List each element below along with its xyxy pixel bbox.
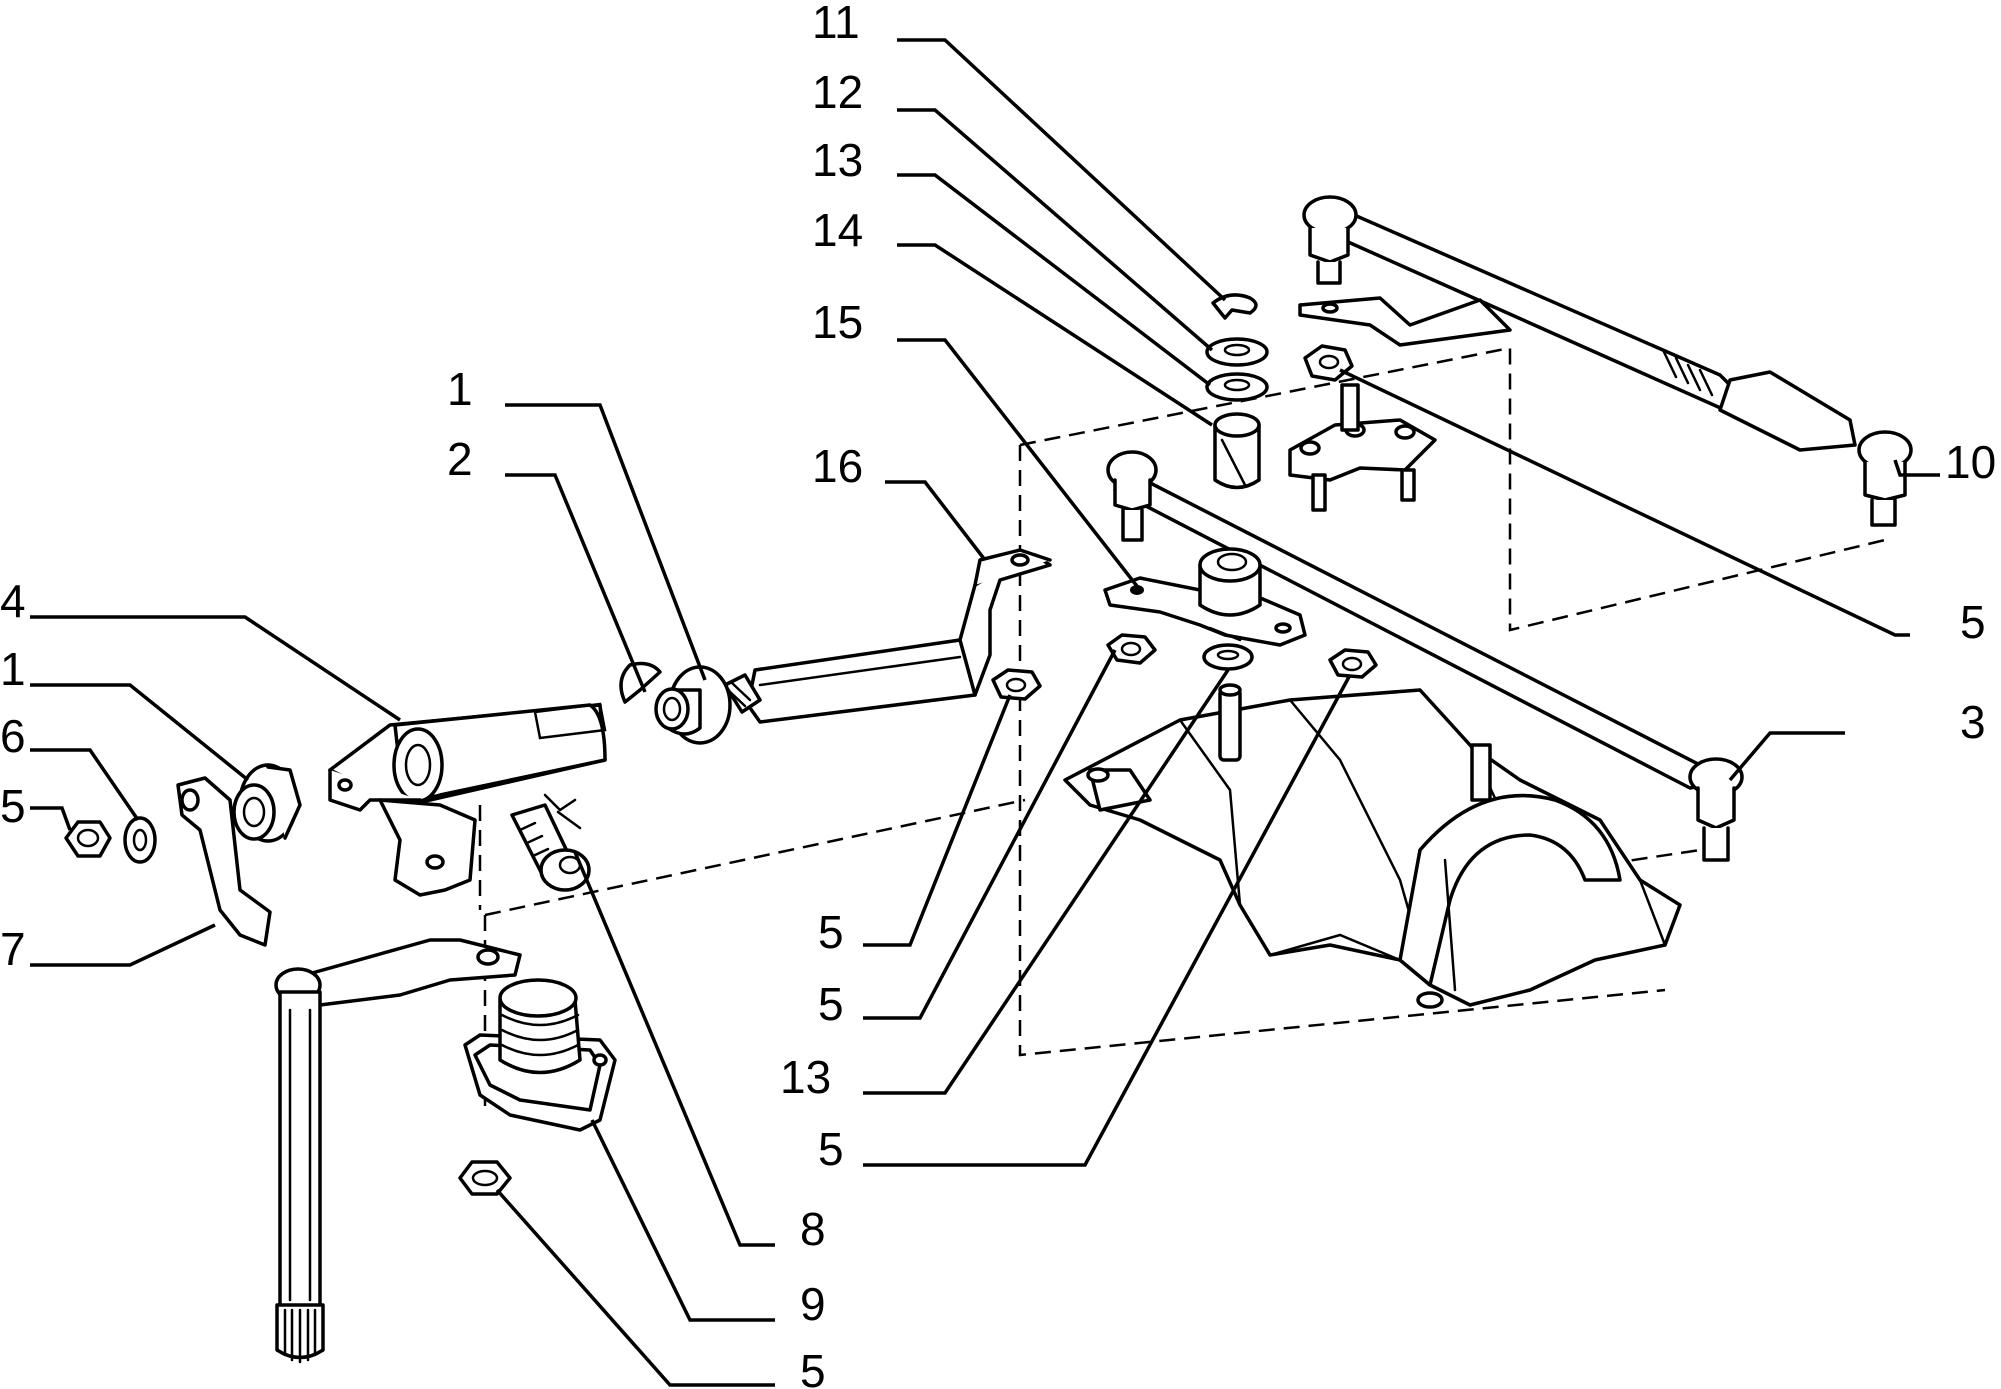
callout-5-bottom: 5 xyxy=(800,1345,826,1389)
callout-4: 4 xyxy=(0,575,26,627)
boot-9 xyxy=(463,978,617,1132)
callout-5-mid-c: 5 xyxy=(818,1123,844,1175)
left-hardware xyxy=(64,763,302,864)
callout-1-left: 1 xyxy=(0,643,26,695)
lever-7 xyxy=(176,776,272,947)
nut-5-bottom xyxy=(458,1160,512,1196)
pitman-shaft xyxy=(274,938,522,1364)
callout-2: 2 xyxy=(447,433,473,485)
track-rod-lower xyxy=(1103,450,1744,862)
leader-lines xyxy=(30,38,1940,1387)
idler-plate xyxy=(1288,344,1437,512)
callout-6: 6 xyxy=(0,710,26,762)
callout-16: 16 xyxy=(812,440,863,492)
callout-9: 9 xyxy=(800,1278,826,1330)
callout-13-top: 13 xyxy=(812,134,863,186)
callout-3: 3 xyxy=(1960,696,1986,748)
callout-1-center: 1 xyxy=(447,363,473,415)
callout-5-left: 5 xyxy=(0,780,26,832)
callout-15-top: 15 xyxy=(812,296,863,348)
callout-5-mid-a: 5 xyxy=(818,906,844,958)
pivot-hardware-stack xyxy=(1205,293,1269,490)
callout-12-top: 12 xyxy=(812,66,863,118)
callout-14-top: 14 xyxy=(812,204,863,256)
callout-5-mid-b: 5 xyxy=(818,978,844,1030)
callout-7: 7 xyxy=(0,923,26,975)
nuts-row xyxy=(1106,633,1378,679)
callout-13-bottom: 13 xyxy=(780,1051,831,1103)
bush-and-clip xyxy=(619,661,732,745)
callout-5-right: 5 xyxy=(1960,596,1986,648)
bolt-8 xyxy=(510,793,591,892)
shaft-arm-16 xyxy=(723,548,1052,724)
track-rod-upper xyxy=(1298,195,1913,527)
callout-11-top: 11 xyxy=(812,0,860,48)
crossmember-frame xyxy=(1063,683,1682,1009)
callout-8: 8 xyxy=(800,1203,826,1255)
idler-housing-4 xyxy=(328,702,607,897)
callout-10: 10 xyxy=(1945,436,1996,488)
